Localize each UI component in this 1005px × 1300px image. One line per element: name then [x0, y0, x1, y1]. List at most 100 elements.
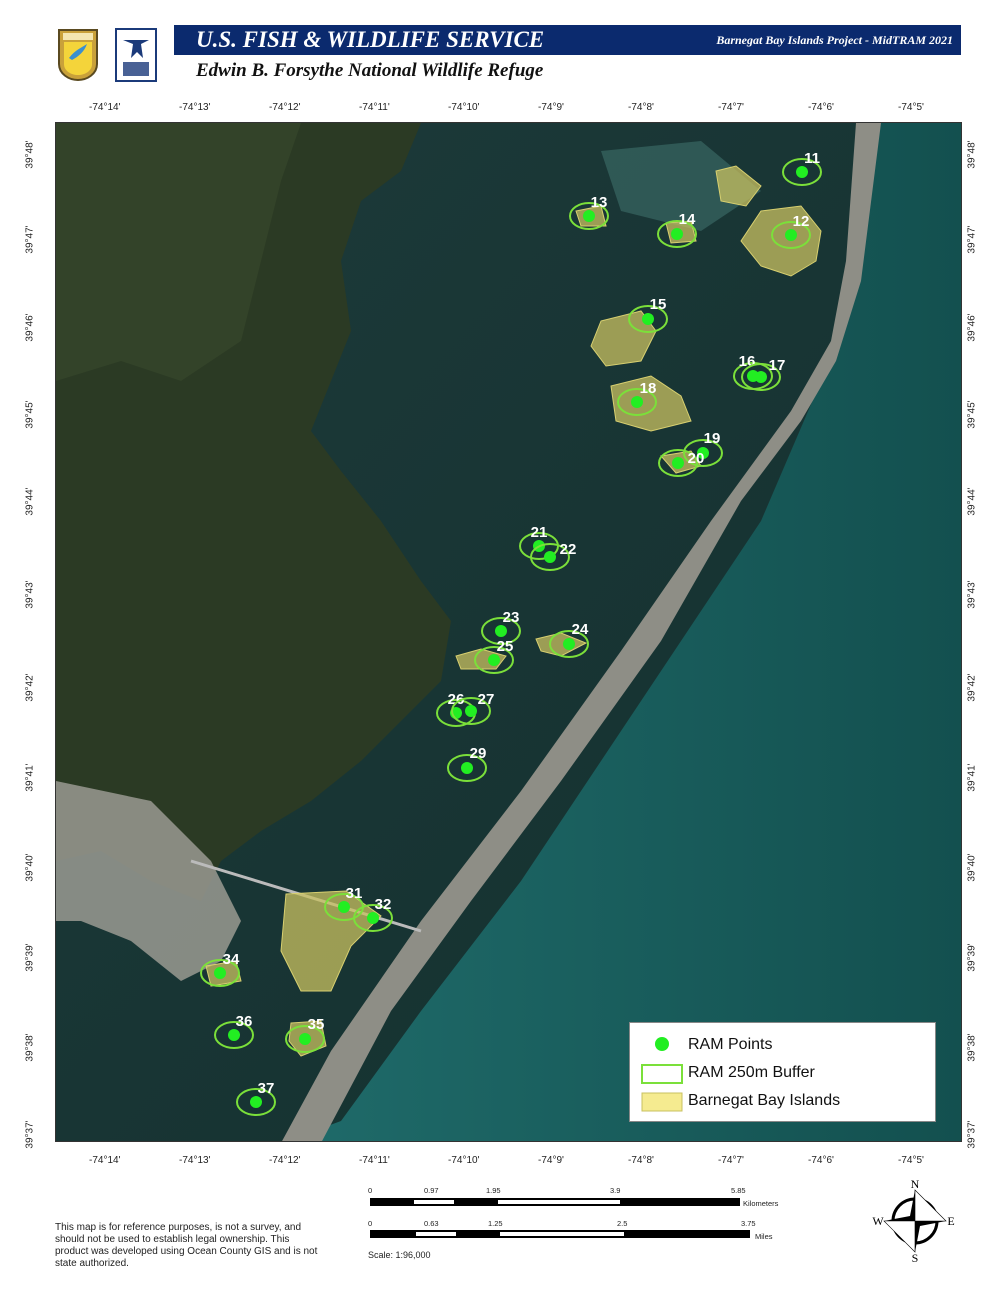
longitude-label-bottom: -74°11' [359, 1155, 390, 1166]
compass-n: N [911, 1178, 920, 1191]
longitude-label-top: -74°10' [448, 102, 480, 113]
ram-point[interactable] [796, 166, 808, 178]
ram-point-label: 18 [640, 380, 657, 397]
latitude-label-right: 39°46' [966, 313, 978, 342]
latitude-label-right: 39°45' [966, 400, 978, 429]
ram-point[interactable] [488, 654, 500, 666]
barnegat-bay-island [715, 165, 762, 207]
ram-buffer [474, 646, 514, 674]
ram-point-label: 26 [448, 691, 465, 708]
longitude-label-bottom: -74°8' [628, 1155, 654, 1166]
ram-buffer [771, 221, 811, 249]
ram-point[interactable] [465, 705, 477, 717]
legend-islands-label: Barnegat Bay Islands [688, 1092, 841, 1109]
ram-point[interactable] [785, 229, 797, 241]
legend: RAM Points RAM 250m Buffer Barnegat Bay … [629, 1022, 936, 1122]
ram-buffer [451, 697, 491, 725]
km-unit-label: Kilometers [743, 1199, 779, 1208]
legend-buffer-icon [641, 1064, 683, 1084]
latitude-label-left: 39°37' [24, 1120, 36, 1149]
latitude-label-left: 39°38' [24, 1033, 36, 1062]
ram-point[interactable] [672, 457, 684, 469]
compass-w: W [872, 1214, 884, 1228]
ram-buffer [530, 543, 570, 571]
latitude-label-left: 39°40' [24, 853, 36, 882]
latitude-label-left: 39°43' [24, 580, 36, 609]
longitude-label-bottom: -74°12' [269, 1155, 301, 1166]
ram-point[interactable] [671, 228, 683, 240]
nwrs-logo [115, 28, 157, 82]
longitude-label-bottom: -74°10' [448, 1155, 480, 1166]
ram-buffer [447, 754, 487, 782]
ram-point[interactable] [755, 371, 767, 383]
compass-e: E [947, 1214, 954, 1228]
longitude-label-bottom: -74°6' [808, 1155, 834, 1166]
latitude-label-right: 39°38' [966, 1033, 978, 1062]
ram-point[interactable] [250, 1096, 262, 1108]
latitude-label-right: 39°42' [966, 673, 978, 702]
ram-point-label: 35 [308, 1016, 325, 1033]
km-tick-label: 3.9 [610, 1186, 621, 1195]
ram-buffer [741, 363, 781, 391]
ram-point[interactable] [697, 447, 709, 459]
latitude-label-left: 39°42' [24, 673, 36, 702]
latitude-label-left: 39°39' [24, 943, 36, 972]
ram-point-label: 14 [679, 211, 696, 228]
ram-point-label: 20 [688, 450, 705, 467]
ram-point[interactable] [338, 901, 350, 913]
ram-point[interactable] [461, 762, 473, 774]
latitude-label-left: 39°46' [24, 313, 36, 342]
longitude-label-bottom: -74°14' [89, 1155, 121, 1166]
ram-point[interactable] [631, 396, 643, 408]
legend-points-label: RAM Points [688, 1036, 773, 1053]
latitude-label-right: 39°43' [966, 580, 978, 609]
disclaimer: This map is for reference purposes, is n… [55, 1222, 318, 1269]
mile-tick-label: 3.75 [741, 1219, 756, 1228]
ram-buffer [658, 449, 698, 477]
ram-point-label: 15 [650, 296, 667, 313]
km-tick-label: 0.97 [424, 1186, 439, 1195]
longitude-label-top: -74°11' [359, 102, 390, 113]
north-arrow-compass-icon: N S W E [872, 1178, 954, 1264]
longitude-label-top: -74°14' [89, 102, 121, 113]
ram-point[interactable] [583, 210, 595, 222]
ram-point-label: 12 [793, 213, 810, 230]
ram-point[interactable] [214, 967, 226, 979]
ram-buffer [683, 439, 723, 467]
ram-point[interactable] [563, 638, 575, 650]
ram-point-label: 36 [236, 1013, 253, 1030]
ram-buffer [657, 220, 697, 248]
latitude-label-left: 39°44' [24, 487, 36, 516]
ram-buffer [214, 1021, 254, 1049]
ram-point-label: 24 [572, 621, 589, 638]
longitude-label-bottom: -74°13' [179, 1155, 211, 1166]
ram-point[interactable] [544, 551, 556, 563]
barrier-island [282, 123, 881, 1141]
ram-point-label: 13 [591, 194, 608, 211]
barnegat-bay-island [590, 310, 657, 367]
ram-point-label: 25 [497, 638, 514, 655]
title-banner: U.S. FISH & WILDLIFE SERVICE Barnegat Ba… [174, 25, 961, 55]
ram-buffer [569, 202, 609, 230]
latitude-label-right: 39°44' [966, 487, 978, 516]
ram-buffer [285, 1025, 325, 1053]
ram-buffer [200, 959, 240, 987]
latitude-label-right: 39°47' [966, 225, 978, 254]
ram-point-label: 37 [258, 1080, 275, 1097]
usfws-logo [58, 29, 98, 82]
ram-point[interactable] [228, 1029, 240, 1041]
developed-area [56, 781, 241, 981]
mile-unit-label: Miles [755, 1232, 773, 1241]
ram-point[interactable] [642, 313, 654, 325]
ram-point[interactable] [299, 1033, 311, 1045]
ram-point[interactable] [495, 625, 507, 637]
ram-buffer [782, 158, 822, 186]
refuge-title: Edwin B. Forsythe National Wildlife Refu… [196, 60, 544, 81]
legend-symbols [641, 1037, 683, 1112]
latitude-label-right: 39°40' [966, 853, 978, 882]
ram-point-label: 22 [560, 541, 577, 558]
latitude-label-right: 39°39' [966, 943, 978, 972]
mile-tick-label: 1.25 [488, 1219, 503, 1228]
ram-point[interactable] [367, 912, 379, 924]
